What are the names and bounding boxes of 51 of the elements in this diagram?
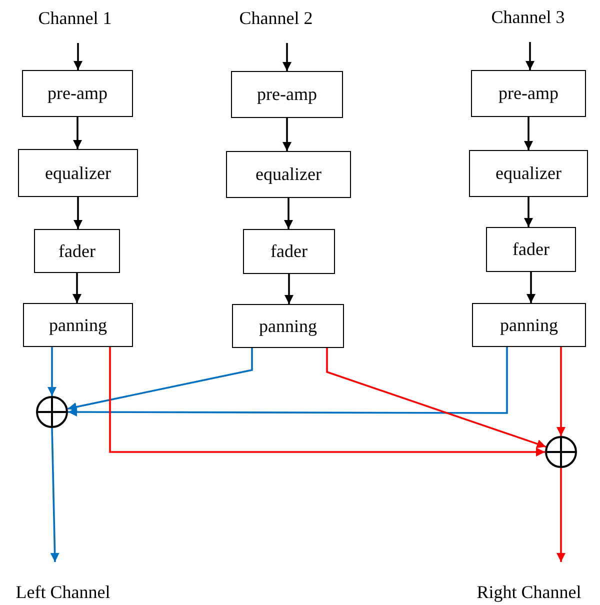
block-label: pre-amp <box>257 84 317 105</box>
block-label: pre-amp <box>48 83 108 104</box>
arrow <box>74 43 82 70</box>
process-box <box>22 70 133 117</box>
arrow <box>284 274 294 304</box>
arrow <box>556 347 566 436</box>
block-label: panning <box>500 314 558 336</box>
arrow <box>68 347 508 417</box>
process-box <box>18 149 138 197</box>
block-label: panning <box>259 316 317 336</box>
arrow <box>284 198 293 229</box>
arrow <box>282 118 292 151</box>
channel-label: Channel 1 <box>38 8 112 28</box>
process-box <box>34 229 120 273</box>
arrow <box>72 273 82 303</box>
process-box <box>232 304 344 348</box>
process-box <box>23 303 133 347</box>
process-box <box>231 71 343 118</box>
process-box <box>486 227 576 272</box>
arrow <box>326 348 546 448</box>
process-box <box>469 150 588 197</box>
channel-label: Right Channel <box>476 582 582 602</box>
arrow <box>73 117 82 149</box>
arrow <box>526 272 536 303</box>
arrow <box>524 197 533 227</box>
arrow <box>109 347 545 456</box>
channel-label: Left Channel <box>16 582 110 602</box>
block-label: fader <box>512 239 550 260</box>
channel-label: Channel 2 <box>239 8 313 28</box>
block-label: pre-amp <box>498 83 558 104</box>
block-label: equalizer <box>45 162 111 184</box>
process-box <box>243 229 335 274</box>
block-label: panning <box>49 314 107 336</box>
channel-label: Channel 3 <box>491 6 565 28</box>
summing-junction-symbol <box>36 396 68 428</box>
block-label: equalizer <box>256 164 322 185</box>
block-label: fader <box>270 241 308 262</box>
arrow <box>48 347 56 396</box>
arrow <box>556 468 566 562</box>
process-box <box>471 70 586 117</box>
block-label: equalizer <box>496 163 562 184</box>
block-label: fader <box>58 240 96 262</box>
summing-junction-symbol <box>545 436 577 468</box>
arrow <box>74 197 82 229</box>
process-box <box>472 303 586 347</box>
arrow <box>524 117 533 150</box>
arrow <box>526 42 534 70</box>
arrow <box>68 348 253 412</box>
arrow <box>50 428 60 562</box>
process-box <box>226 151 351 198</box>
arrow <box>282 43 292 71</box>
